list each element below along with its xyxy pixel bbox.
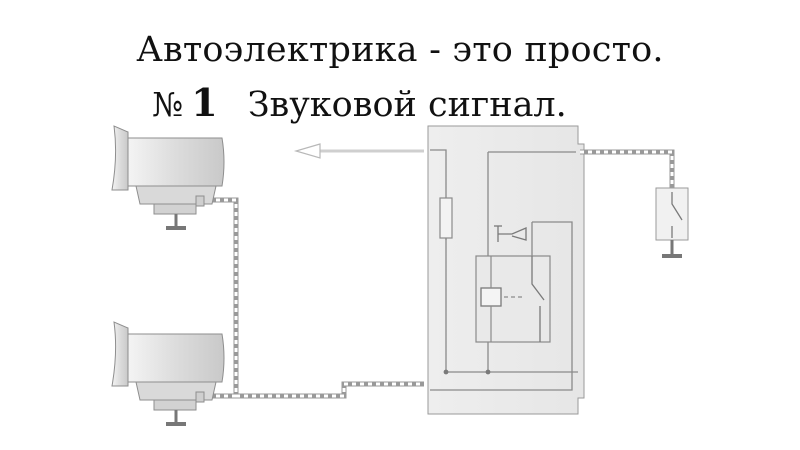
number-sign: № (152, 85, 184, 124)
horn-upper (111, 125, 225, 230)
arrow-left-icon (293, 143, 424, 159)
title-number: 1 (191, 80, 218, 125)
wire-to-switch (580, 149, 675, 188)
wire-to-horns (200, 197, 424, 399)
title-subtitle: Звуковой сигнал. (247, 85, 567, 125)
horn-symbol-icon (494, 225, 527, 242)
fuse (439, 197, 453, 239)
relay (475, 255, 551, 343)
horn-switch (655, 187, 689, 258)
horn-lower (111, 321, 225, 426)
title-line-1: Автоэлектрика - это просто. (136, 30, 664, 70)
